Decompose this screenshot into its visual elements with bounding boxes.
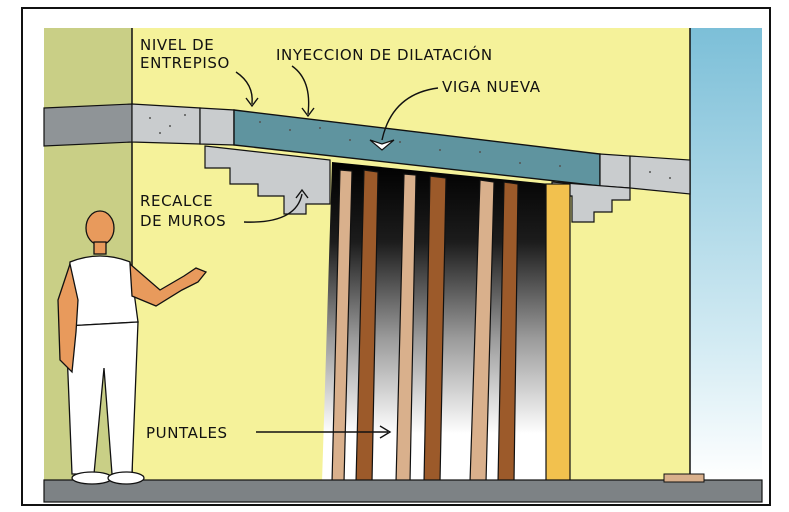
shoring-posts — [331, 169, 519, 483]
worker-figure-icon — [57, 210, 208, 485]
post-footing-right — [663, 473, 705, 483]
support-column — [545, 183, 571, 483]
slab-texture — [149, 114, 671, 179]
arrow-nivel — [235, 71, 253, 105]
label-nivel-line2: ENTREPISO — [140, 54, 230, 72]
underpinning-left — [204, 145, 331, 215]
label-viga: VIGA NUEVA — [442, 78, 541, 96]
slab-right-light — [629, 155, 691, 195]
chevron-down-icon — [369, 139, 395, 151]
slab-left-light — [131, 103, 201, 145]
label-inyeccion: INYECCION DE DILATACIÓN — [276, 45, 493, 64]
arrow-recalce — [243, 193, 303, 223]
slab-left-dark — [43, 103, 133, 147]
arrow-viga — [381, 87, 439, 141]
label-nivel-line1: NIVEL DE — [140, 36, 214, 54]
slab-left-block — [199, 107, 235, 146]
label-puntales: PUNTALES — [146, 424, 228, 442]
callout-arrows — [235, 65, 439, 433]
ground-floor — [43, 479, 763, 503]
label-recalce-line1: RECALCE — [140, 192, 213, 210]
arrow-heads — [245, 97, 392, 439]
sky-panel — [690, 28, 762, 480]
arrow-inyeccion — [291, 65, 310, 115]
slab-right-block — [599, 153, 631, 189]
label-recalce-line2: DE MUROS — [140, 212, 226, 230]
